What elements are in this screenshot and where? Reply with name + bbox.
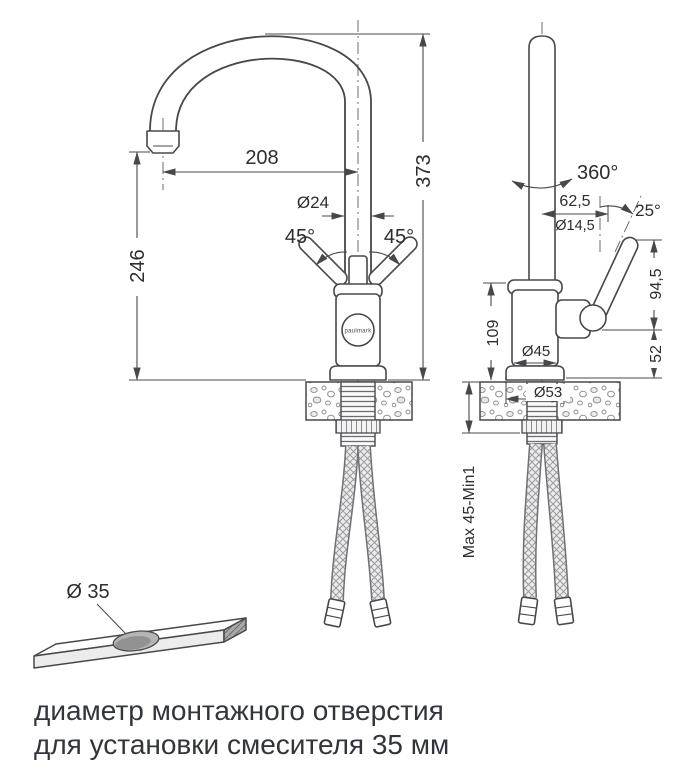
hose-fitting-right <box>369 598 392 628</box>
dim-handle-angles: 45° 45° <box>285 226 414 266</box>
dim-handle-tilt: 25° <box>599 192 661 253</box>
dim-handle-offset: 62,5 <box>541 193 609 222</box>
base-diameter-label: Ø53 <box>534 384 562 401</box>
left-handle-angle-label: 45° <box>285 226 315 248</box>
side-mounting-nut <box>521 419 563 434</box>
dim-spout-height: 246 <box>127 151 306 381</box>
threaded-shank <box>340 381 376 447</box>
mounting-nut <box>335 419 381 434</box>
dim-body-diameter: Ø45 <box>513 343 557 367</box>
side-hose-fitting-left <box>517 596 539 626</box>
dim-spout-diameter-label: Ø24 <box>297 193 329 212</box>
caption-line1: диаметр монтажного отверстия <box>34 695 444 726</box>
side-view: 360° 62,5 Ø14,5 25° 109 <box>461 22 665 626</box>
lever-joint <box>579 304 607 332</box>
hub-height-label: 52 <box>648 345 665 363</box>
side-hose-fitting-right <box>553 596 575 626</box>
dim-total-height: 373 <box>265 33 435 381</box>
handle-height-label: 94,5 <box>648 268 665 299</box>
dim-handle-height: 94,5 <box>602 239 665 331</box>
dim-body-height: 109 <box>482 282 506 381</box>
riser-pipe <box>528 35 556 287</box>
dim-swivel: 360° <box>511 162 618 190</box>
spout-outline-inner <box>175 57 346 287</box>
base-flange <box>329 365 387 381</box>
logo-text: paulmark <box>344 329 372 335</box>
handle-tilt-label: 25° <box>635 201 661 220</box>
body-height-label: 109 <box>485 320 502 347</box>
side-base-flange <box>505 365 565 381</box>
dim-spout-reach: 208 <box>162 147 359 176</box>
right-handle-angle-label: 45° <box>384 226 414 248</box>
logo-badge <box>341 313 375 347</box>
swivel-angle-label: 360° <box>577 162 618 184</box>
handle-offset-label: 62,5 <box>559 193 590 210</box>
hole-diameter-label: Ø 35 <box>66 581 109 603</box>
slab-end-face <box>223 617 247 643</box>
dim-mounting-range: Max 45-Min1 <box>461 381 520 559</box>
dim-spout-height-label: 246 <box>127 249 149 282</box>
dim-spout-reach-label: 208 <box>245 147 278 169</box>
dim-base-diameter: Ø53 <box>505 382 570 404</box>
mounting-range-label: Max 45-Min1 <box>461 466 478 559</box>
body-diameter-label: Ø45 <box>522 343 550 360</box>
caption-line2: для установки смесителя 35 мм <box>34 729 449 760</box>
hose-fitting-left <box>323 598 346 628</box>
dim-hub-height: 52 <box>566 329 665 379</box>
mounting-hole-shadow <box>115 636 151 650</box>
mounting-hole-detail: Ø 35 <box>33 581 247 669</box>
handle-diameter-label: Ø14,5 <box>555 218 595 234</box>
hole-leader-line <box>96 603 127 635</box>
spout-outline-outer <box>149 35 372 287</box>
spout-nozzle <box>146 130 180 154</box>
dim-total-height-label: 373 <box>413 154 435 187</box>
dim-spout-diameter: Ø24 <box>297 193 394 220</box>
front-view: paulmark 208 <box>127 20 435 628</box>
caption: диаметр монтажного отверстия для установ… <box>34 695 449 760</box>
